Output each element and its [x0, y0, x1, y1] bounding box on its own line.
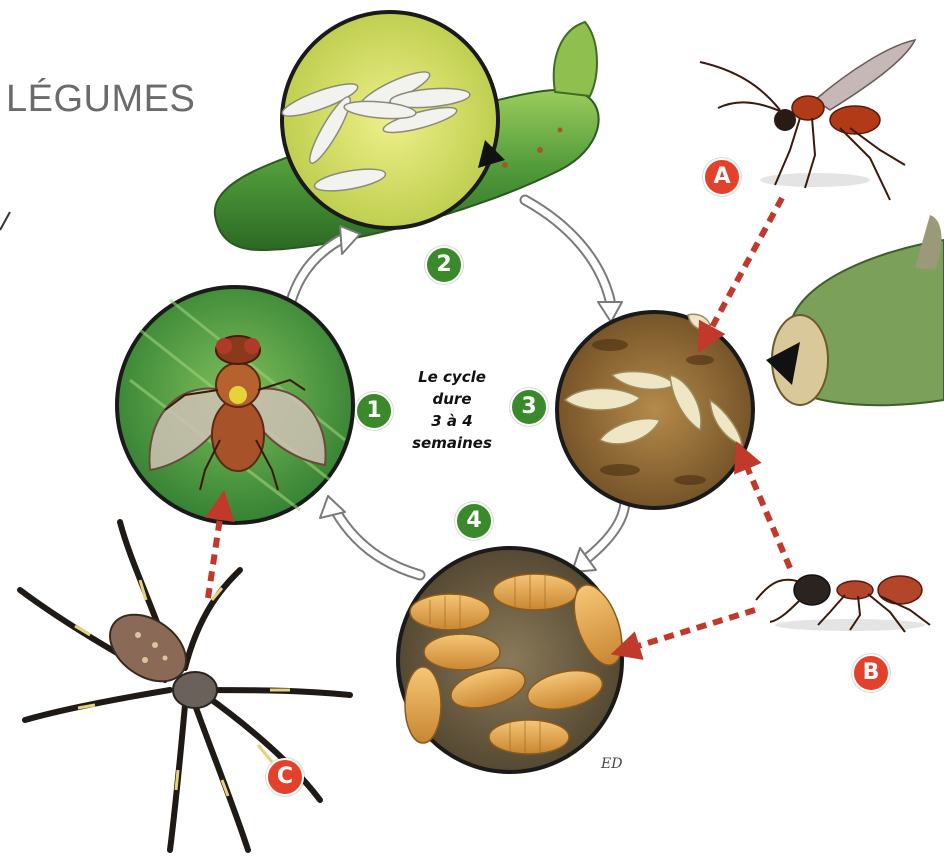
step-3-badge: 3 — [510, 388, 548, 426]
predator-b-badge: B — [852, 654, 890, 692]
larvae-circle — [557, 312, 753, 508]
cycle-text-line: semaines — [392, 432, 512, 454]
step-2-badge: 2 — [425, 246, 463, 284]
predator-a-badge: A — [703, 158, 741, 196]
step-1-badge: 1 — [355, 392, 393, 430]
ant-illustration — [756, 575, 930, 632]
spider-illustration — [20, 522, 350, 850]
artist-signature: ED — [601, 756, 622, 772]
cycle-text-line: dure — [392, 388, 512, 410]
cycle-text-line: Le cycle — [392, 366, 512, 388]
step-4-badge: 4 — [455, 502, 493, 540]
adult-fly-circle — [117, 287, 353, 523]
zucchini-chunk-illustration — [766, 215, 944, 405]
predator-c-badge: C — [266, 758, 304, 796]
cycle-duration-label: Le cycle dure 3 à 4 semaines — [392, 366, 512, 454]
page-title: LÉGUMES — [6, 78, 195, 121]
cycle-text-line: 3 à 4 — [392, 410, 512, 432]
pupae-circle — [398, 548, 631, 772]
